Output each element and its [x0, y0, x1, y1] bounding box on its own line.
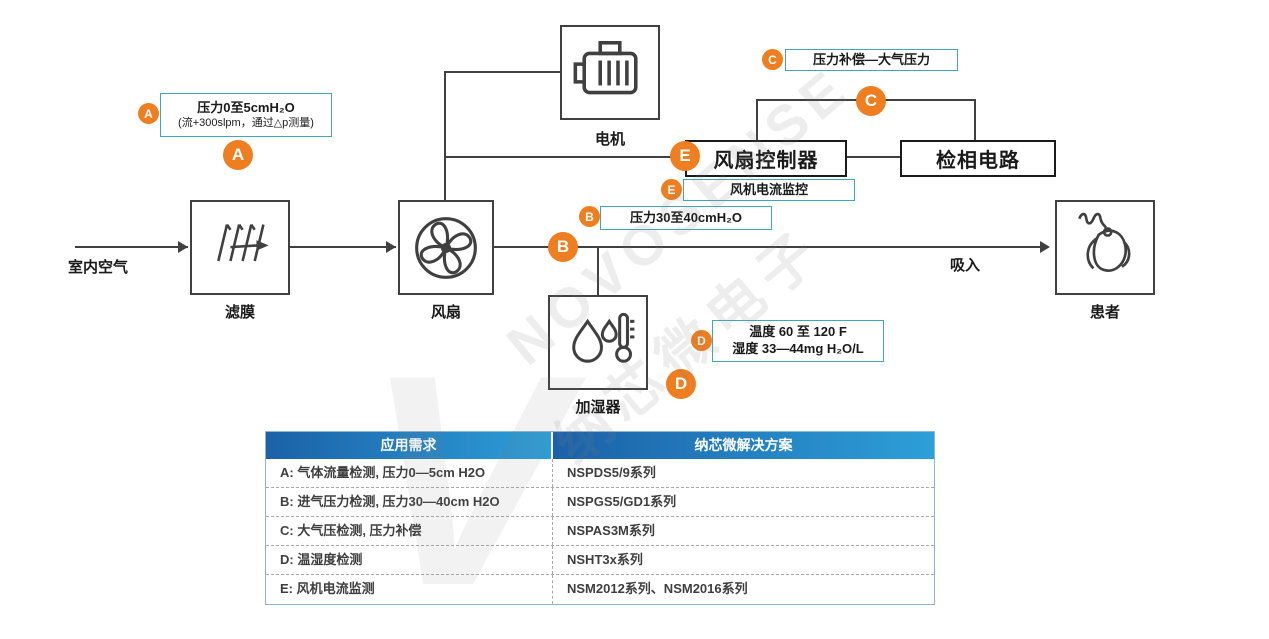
arrow-right-icon	[178, 241, 188, 253]
callout-e-badge: E	[661, 179, 682, 200]
callout-b-line1: 压力30至40cmH₂O	[630, 209, 742, 225]
fan-box	[398, 200, 494, 295]
patient-box	[1055, 200, 1155, 295]
flow-line-filter-fan	[290, 246, 396, 248]
filter-label: 滤膜	[224, 304, 255, 321]
table-cell-solution: NSHT3x系列	[567, 552, 643, 567]
callout-d-line2: 湿度 33—44mg H₂O/L	[732, 341, 864, 356]
arrow-right-icon	[1040, 241, 1050, 253]
callout-d: 温度 60 至 120 F 湿度 33—44mg H₂O/L	[712, 320, 884, 362]
table-row: D: 温湿度检测 NSHT3x系列	[266, 546, 934, 575]
callout-c-badge: C	[762, 49, 783, 70]
fan-icon	[415, 216, 477, 279]
room-air-label: 室内空气	[68, 259, 129, 276]
flow-line-fan-patient	[493, 246, 1042, 248]
table-header-row: 应用需求 纳芯微解决方案	[266, 432, 934, 459]
callout-b: 压力30至40cmH₂O	[600, 206, 772, 230]
humidifier-icon	[572, 312, 635, 363]
callout-e: 风机电流监控	[683, 179, 855, 201]
fan-label: 风扇	[430, 304, 461, 321]
table-row: A: 气体流量检测, 压力0—5cm H2O NSPDS5/9系列	[266, 459, 934, 488]
table-cell-requirement: A: 气体流量检测, 压力0—5cm H2O	[266, 459, 553, 487]
table-cell-solution: NSPDS5/9系列	[567, 465, 656, 480]
flow-line-roomair-filter	[75, 246, 188, 248]
table-cell-solution: NSPGS5/GD1系列	[567, 494, 677, 509]
callout-d-badge: D	[691, 330, 712, 351]
badge-e: E	[670, 141, 700, 171]
line-main-humidifier	[597, 248, 599, 295]
table-cell-solution: NSPAS3M系列	[567, 523, 655, 538]
motor-icon	[573, 40, 638, 94]
line-bridge-left	[756, 100, 758, 140]
table-row: C: 大气压检测, 压力补偿 NSPAS3M系列	[266, 517, 934, 546]
table-row: B: 进气压力检测, 压力30—40cm H2O NSPGS5/GD1系列	[266, 488, 934, 517]
callout-c-line1: 压力补偿—大气压力	[812, 51, 930, 67]
table-cell-requirement: E: 风机电流监测	[266, 575, 553, 604]
humidifier-label: 加湿器	[575, 399, 621, 416]
patient-mask-icon	[1077, 212, 1131, 272]
callout-a-line1: 压力0至5cmH₂O	[197, 99, 295, 115]
callout-d-line1: 温度 60 至 120 F	[749, 324, 847, 340]
phase-detect-box: 检相电路	[900, 140, 1056, 177]
table-cell-solution: NSM2012系列、NSM2016系列	[567, 581, 748, 596]
callout-e-line1: 风机电流监控	[729, 181, 808, 197]
line-bridge-right	[974, 100, 976, 140]
callout-b-badge: B	[579, 206, 600, 227]
phase-detect-label: 检相电路	[936, 150, 1020, 172]
humidifier-box	[548, 295, 648, 390]
callout-a-line2: (流+300slpm，通过△p测量)	[178, 116, 314, 129]
motor-box	[560, 25, 660, 120]
line-riser-motor	[444, 71, 560, 73]
line-fan-riser	[444, 72, 446, 200]
table-header-requirement: 应用需求	[266, 432, 553, 459]
arrow-right-icon	[386, 241, 396, 253]
badge-d: D	[666, 369, 696, 399]
badge-b: B	[548, 232, 578, 262]
fan-controller-box: 风扇控制器	[685, 140, 847, 177]
fan-controller-label: 风扇控制器	[713, 150, 819, 172]
solutions-table: 应用需求 纳芯微解决方案 A: 气体流量检测, 压力0—5cm H2O NSPD…	[265, 431, 935, 605]
callout-a-badge: A	[138, 103, 159, 124]
line-riser-controller	[444, 156, 685, 158]
filter-icon	[217, 223, 269, 261]
line-controller-phase	[845, 156, 900, 158]
table-cell-requirement: B: 进气压力检测, 压力30—40cm H2O	[266, 488, 553, 516]
table-cell-requirement: C: 大气压检测, 压力补偿	[266, 517, 553, 545]
table-row: E: 风机电流监测 NSM2012系列、NSM2016系列	[266, 575, 934, 604]
table-header-solution: 纳芯微解决方案	[553, 432, 934, 459]
badge-a: A	[223, 140, 253, 170]
patient-label: 患者	[1089, 304, 1120, 321]
table-cell-requirement: D: 温湿度检测	[266, 546, 553, 574]
callout-a: 压力0至5cmH₂O (流+300slpm，通过△p测量)	[160, 93, 332, 137]
badge-c: C	[856, 86, 886, 116]
filter-box	[190, 200, 290, 295]
callout-c: 压力补偿—大气压力	[785, 49, 958, 71]
motor-label: 电机	[594, 131, 625, 148]
inhale-label: 吸入	[950, 257, 981, 274]
